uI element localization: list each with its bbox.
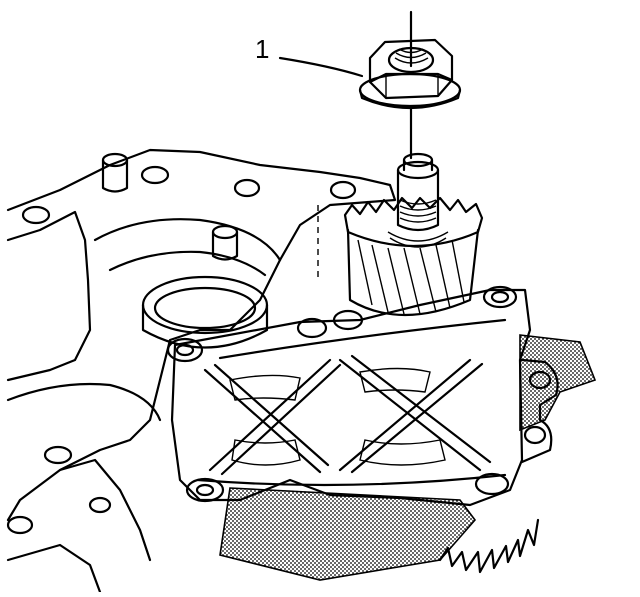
transmission-case: [6, 148, 397, 594]
callout-1-leader: [278, 56, 364, 78]
flange-nut: [358, 10, 462, 160]
pinion-gear: [343, 152, 484, 317]
callout-label-1: 1: [255, 34, 270, 64]
ring-gear: [438, 518, 540, 574]
housing-cover: [166, 285, 559, 507]
